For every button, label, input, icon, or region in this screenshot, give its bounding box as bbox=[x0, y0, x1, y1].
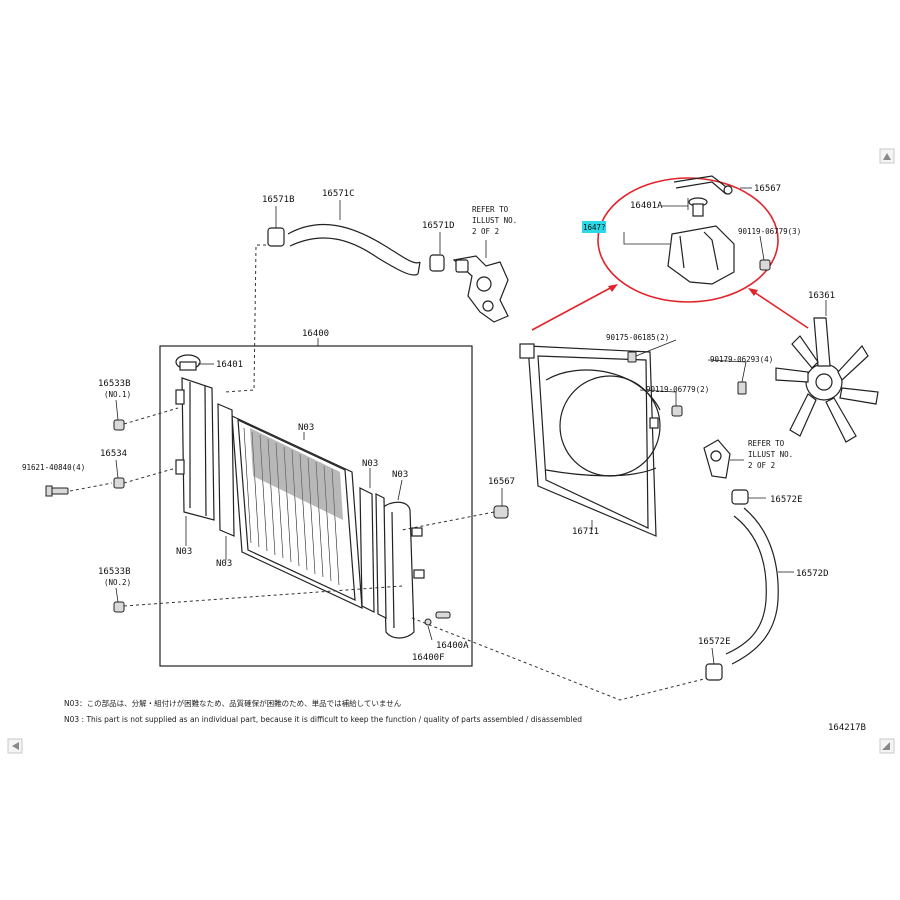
radiator-left-tank bbox=[175, 377, 215, 521]
label-16400F: 16400F bbox=[412, 653, 445, 663]
clamp-16571D bbox=[429, 254, 445, 272]
illustration-code: 164217B bbox=[828, 723, 866, 733]
label-highlighted-part: 1647? bbox=[583, 223, 606, 232]
red-arrowhead-left bbox=[608, 284, 618, 292]
label-refer-top-2: ILLUST NO. bbox=[472, 216, 517, 225]
clamp-16571B bbox=[267, 227, 285, 247]
label-n03-plate-a: N03 bbox=[362, 459, 378, 469]
label-16567-mid: 16567 bbox=[488, 477, 515, 487]
red-callout-ellipse bbox=[597, 177, 779, 303]
dashed-leader-plug bbox=[401, 511, 495, 531]
label-refer-mid-1: REFER TO bbox=[748, 439, 785, 448]
label-16567-top: 16567 bbox=[754, 184, 781, 194]
radiator-assembly-frame bbox=[159, 345, 473, 667]
label-90119-top: 90119-06779(3) bbox=[738, 227, 801, 236]
label-n03-plate-b: N03 bbox=[392, 470, 408, 480]
label-n03-core: N03 bbox=[298, 423, 314, 433]
red-arrow-left bbox=[531, 285, 615, 331]
scroll-up-icon bbox=[883, 153, 891, 160]
dashed-leader-left-4 bbox=[123, 585, 403, 607]
label-16533B-top: 16533B bbox=[98, 379, 131, 389]
fan-shroud bbox=[519, 343, 661, 537]
label-n03-tank: N03 bbox=[176, 547, 192, 557]
label-no1: (NO.1) bbox=[104, 390, 131, 399]
label-16533B-bot: 16533B bbox=[98, 567, 131, 577]
hose-16572D bbox=[725, 507, 779, 665]
note-english: N03 : This part is not supplied as an in… bbox=[64, 715, 582, 724]
dashed-leader-hose bbox=[224, 244, 272, 393]
label-refer-top-1: REFER TO bbox=[472, 205, 509, 214]
shroud-bolt-90119 bbox=[671, 405, 683, 417]
cooling-fan bbox=[775, 317, 879, 443]
plug-16567 bbox=[493, 505, 509, 519]
bolt-16533B-no1 bbox=[113, 419, 125, 431]
drain-cock bbox=[424, 611, 451, 626]
highlight-part-number bbox=[582, 221, 606, 233]
scroll-left-icon bbox=[12, 742, 19, 750]
dashed-leader-left-1 bbox=[123, 407, 179, 425]
side-plate-right-b bbox=[375, 493, 387, 619]
red-arrow-right bbox=[753, 291, 809, 329]
label-16571B: 16571B bbox=[262, 195, 295, 205]
note-japanese: N03：この部品は、分解・組付けが困難なため、品質確保が困難のため、単品では補給… bbox=[64, 698, 402, 708]
red-arrowhead-right bbox=[748, 288, 758, 296]
label-16401: 16401 bbox=[216, 360, 243, 370]
dashed-leader-left-2 bbox=[123, 467, 177, 484]
label-n03-side: N03 bbox=[216, 559, 232, 569]
reservoir-tank bbox=[667, 225, 735, 285]
bolt-91621 bbox=[45, 485, 69, 497]
reservoir-hose-16567 bbox=[673, 175, 733, 195]
scroll-corner-icon bbox=[882, 742, 890, 750]
bolt-16534 bbox=[113, 477, 125, 489]
label-refer-mid-3: 2 OF 2 bbox=[748, 461, 775, 470]
dashed-leader-lower-hose bbox=[411, 617, 709, 701]
label-16571C: 16571C bbox=[322, 189, 355, 199]
reservoir-bolt bbox=[759, 259, 771, 271]
side-plate-left bbox=[217, 403, 235, 537]
hose-16571C bbox=[287, 223, 421, 276]
label-90119-mid: 90119-06779(2) bbox=[646, 385, 709, 394]
shroud-bolt-90175 bbox=[627, 351, 637, 363]
radiator-right-tank bbox=[381, 501, 425, 639]
side-plate-right-a bbox=[359, 487, 375, 613]
reservoir-cap-16401A bbox=[688, 197, 708, 217]
label-91621: 91621-40840(4) bbox=[22, 463, 85, 472]
label-16571D: 16571D bbox=[422, 221, 455, 231]
label-16401A: 16401A bbox=[630, 201, 663, 211]
label-16361: 16361 bbox=[808, 291, 835, 301]
fan-bolt-90179 bbox=[737, 381, 747, 395]
water-inlet bbox=[703, 439, 731, 479]
label-16400A: 16400A bbox=[436, 641, 469, 651]
label-16572D: 16572D bbox=[796, 569, 829, 579]
label-90175: 90175-06185(2) bbox=[606, 333, 669, 342]
label-16572E-bot: 16572E bbox=[698, 637, 731, 647]
label-90179: 90179-06293(4) bbox=[710, 355, 773, 364]
radiator-core bbox=[231, 415, 363, 609]
label-16400: 16400 bbox=[302, 329, 329, 339]
label-16534: 16534 bbox=[100, 449, 127, 459]
label-16572E-top: 16572E bbox=[770, 495, 803, 505]
clamp-16572E-top bbox=[731, 489, 749, 505]
dashed-leader-left-3 bbox=[69, 482, 113, 492]
radiator-cap bbox=[175, 354, 201, 371]
clamp-16572E-bottom bbox=[705, 663, 723, 681]
label-16711: 16711 bbox=[572, 527, 599, 537]
label-no2: (NO.2) bbox=[104, 578, 131, 587]
label-refer-top-3: 2 OF 2 bbox=[472, 227, 499, 236]
bolt-16533B-no2 bbox=[113, 601, 125, 613]
label-refer-mid-2: ILLUST NO. bbox=[748, 450, 793, 459]
thermostat-housing bbox=[452, 255, 509, 323]
